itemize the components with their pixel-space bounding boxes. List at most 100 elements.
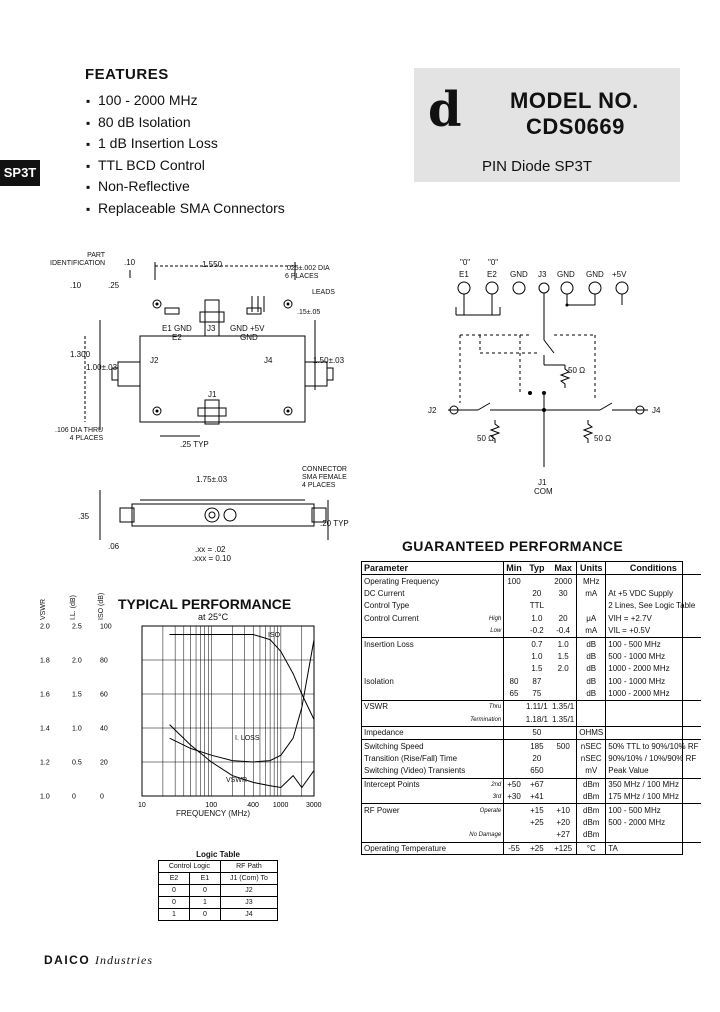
- performance-cell: 20: [558, 613, 568, 623]
- performance-cell: mA: [576, 624, 606, 638]
- header-cell: Parameter: [362, 562, 468, 576]
- performance-cell: Impedance: [362, 726, 468, 740]
- y-tick-label: 20: [100, 760, 108, 767]
- performance-cell: 500 - 2000 MHz: [605, 816, 701, 830]
- y-tick-label: 1.0: [72, 726, 82, 733]
- performance-cell: [550, 765, 577, 778]
- performance-cell: dB: [576, 687, 606, 701]
- dim-label: LEADS: [312, 289, 335, 296]
- y-tick-label: 40: [100, 726, 108, 733]
- performance-cell: 650: [530, 766, 544, 776]
- performance-cell: [362, 791, 467, 804]
- model-description: PIN Diode SP3T: [482, 158, 593, 175]
- connector-label: J1: [208, 390, 217, 399]
- performance-cell: Switching (Video) Transients: [364, 766, 466, 776]
- dim-label: 1.75±.03: [196, 475, 228, 484]
- dim-label: .106 DIA THRU 4 PLACES: [55, 427, 104, 442]
- pin-label: E1 GND: [162, 324, 192, 333]
- performance-cell: 1.0: [550, 637, 577, 651]
- performance-cell: 80: [503, 675, 524, 688]
- performance-cell: [503, 663, 524, 676]
- performance-cell: [605, 726, 701, 740]
- performance-cell: 500: [550, 739, 577, 753]
- performance-cell: Control Current: [364, 613, 419, 623]
- performance-cell: +50: [503, 777, 524, 792]
- performance-cell: [576, 700, 606, 714]
- dim-label: .10: [70, 281, 82, 290]
- performance-cell: 175 MHz / 100 MHz: [605, 791, 701, 804]
- performance-cell: [503, 816, 524, 830]
- performance-cell: [467, 637, 504, 651]
- performance-cell: [467, 726, 504, 740]
- performance-cell: OHMS: [576, 726, 606, 740]
- y-tick-label: 80: [100, 658, 108, 665]
- performance-cell: Thru: [467, 700, 504, 714]
- performance-cell: [467, 739, 504, 753]
- performance-cell: dBm: [576, 803, 606, 817]
- performance-cell: +67: [523, 777, 550, 792]
- pin-label: J3: [207, 324, 216, 333]
- performance-cell: dB: [576, 663, 606, 676]
- resistor-label: 50 Ω: [594, 434, 612, 443]
- performance-cell: +15: [523, 803, 550, 817]
- performance-cell: No Damage: [469, 832, 502, 839]
- dim-label: .35: [78, 512, 90, 521]
- dim-label: 1.50±.03: [313, 356, 345, 365]
- pin-label-gnd: GND: [586, 270, 604, 279]
- performance-cell: [605, 829, 701, 843]
- performance-cell: 1.18/1: [525, 714, 548, 724]
- performance-cell: °C: [576, 841, 606, 855]
- performance-cell: [362, 829, 467, 842]
- performance-cell: [503, 624, 524, 638]
- feature-item: 100 - 2000 MHz: [86, 90, 285, 112]
- dim-label: 1.550: [202, 260, 223, 269]
- performance-cell: 1.35/1: [552, 714, 575, 724]
- y-tick-label: 1.4: [40, 726, 50, 733]
- performance-cell: Operate: [467, 803, 504, 817]
- label-part-identification: PART IDENTIFICATION: [50, 252, 106, 267]
- performance-cell: 2000: [554, 576, 573, 586]
- performance-cell: +20: [556, 818, 570, 827]
- dim-label: CONNECTOR SMA FEMALE 4 PLACES: [302, 466, 347, 489]
- y-tick-label: 0: [100, 794, 104, 801]
- performance-cell: VIH = +2.7V: [605, 612, 701, 625]
- performance-cell: dBm: [576, 791, 606, 804]
- dim-label: .025±.002 DIA 6 PLACES: [285, 265, 330, 280]
- performance-cell: -0.2: [529, 626, 544, 636]
- performance-cell: 2.0: [557, 664, 569, 674]
- feature-item: Non-Reflective: [86, 176, 285, 198]
- performance-cell: [362, 663, 467, 675]
- pin-label: E2: [172, 333, 182, 342]
- performance-cell: 350 MHz / 100 MHz: [605, 777, 701, 792]
- performance-cell: 1.5: [531, 664, 543, 674]
- y-tick-label: 1.0: [40, 794, 50, 801]
- port-label-j2: J2: [428, 406, 437, 415]
- feature-item: TTL BCD Control: [86, 155, 285, 177]
- performance-cell: [467, 688, 504, 701]
- performance-cell: [503, 700, 524, 714]
- performance-cell: [576, 600, 606, 613]
- header-cell: Conditions: [605, 562, 701, 576]
- performance-cell: 185: [523, 739, 550, 753]
- y-tick-label: 2.0: [40, 624, 50, 631]
- logic-sub-header: J1 (Com) To: [219, 872, 279, 885]
- performance-cell: [550, 791, 577, 804]
- graph-title: TYPICAL PERFORMANCE: [118, 596, 292, 612]
- performance-cell: [524, 575, 550, 588]
- axis-label-vswr: VSWR: [40, 599, 47, 620]
- x-tick-label: 400: [247, 802, 259, 809]
- port-label-com: COM: [534, 487, 553, 496]
- feature-item: 80 dB Isolation: [86, 112, 285, 134]
- performance-cell: Operating Temperature: [362, 841, 468, 855]
- dim-label: .06: [108, 542, 120, 551]
